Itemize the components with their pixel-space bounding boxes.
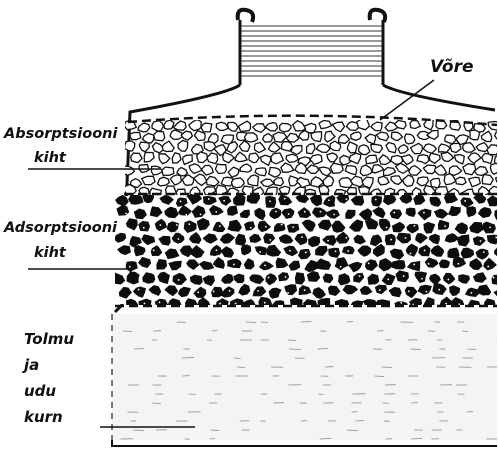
adsorption-layer: [112, 192, 498, 312]
filter-label-line3: udu: [24, 382, 56, 400]
threaded-neck: [238, 10, 385, 85]
grid-label: Võre: [430, 57, 474, 77]
absorption-label-line2: kiht: [34, 150, 67, 166]
adsorption-granules: [112, 192, 498, 312]
filter-label-line2: ja: [22, 356, 39, 374]
filter-label-line4: kurn: [24, 408, 63, 426]
absorption-layer: [123, 116, 498, 200]
filter-label-line1: Tolmu: [24, 330, 74, 348]
adsorption-label-line2: kiht: [34, 245, 67, 261]
dust-filter-layer: [112, 314, 498, 446]
thread-lines: [241, 26, 382, 76]
absorption-granules: [123, 119, 498, 200]
absorption-label-line1: Absorptsiooni: [3, 126, 119, 142]
adsorption-label-line1: Adsorptsiooni: [3, 220, 118, 236]
